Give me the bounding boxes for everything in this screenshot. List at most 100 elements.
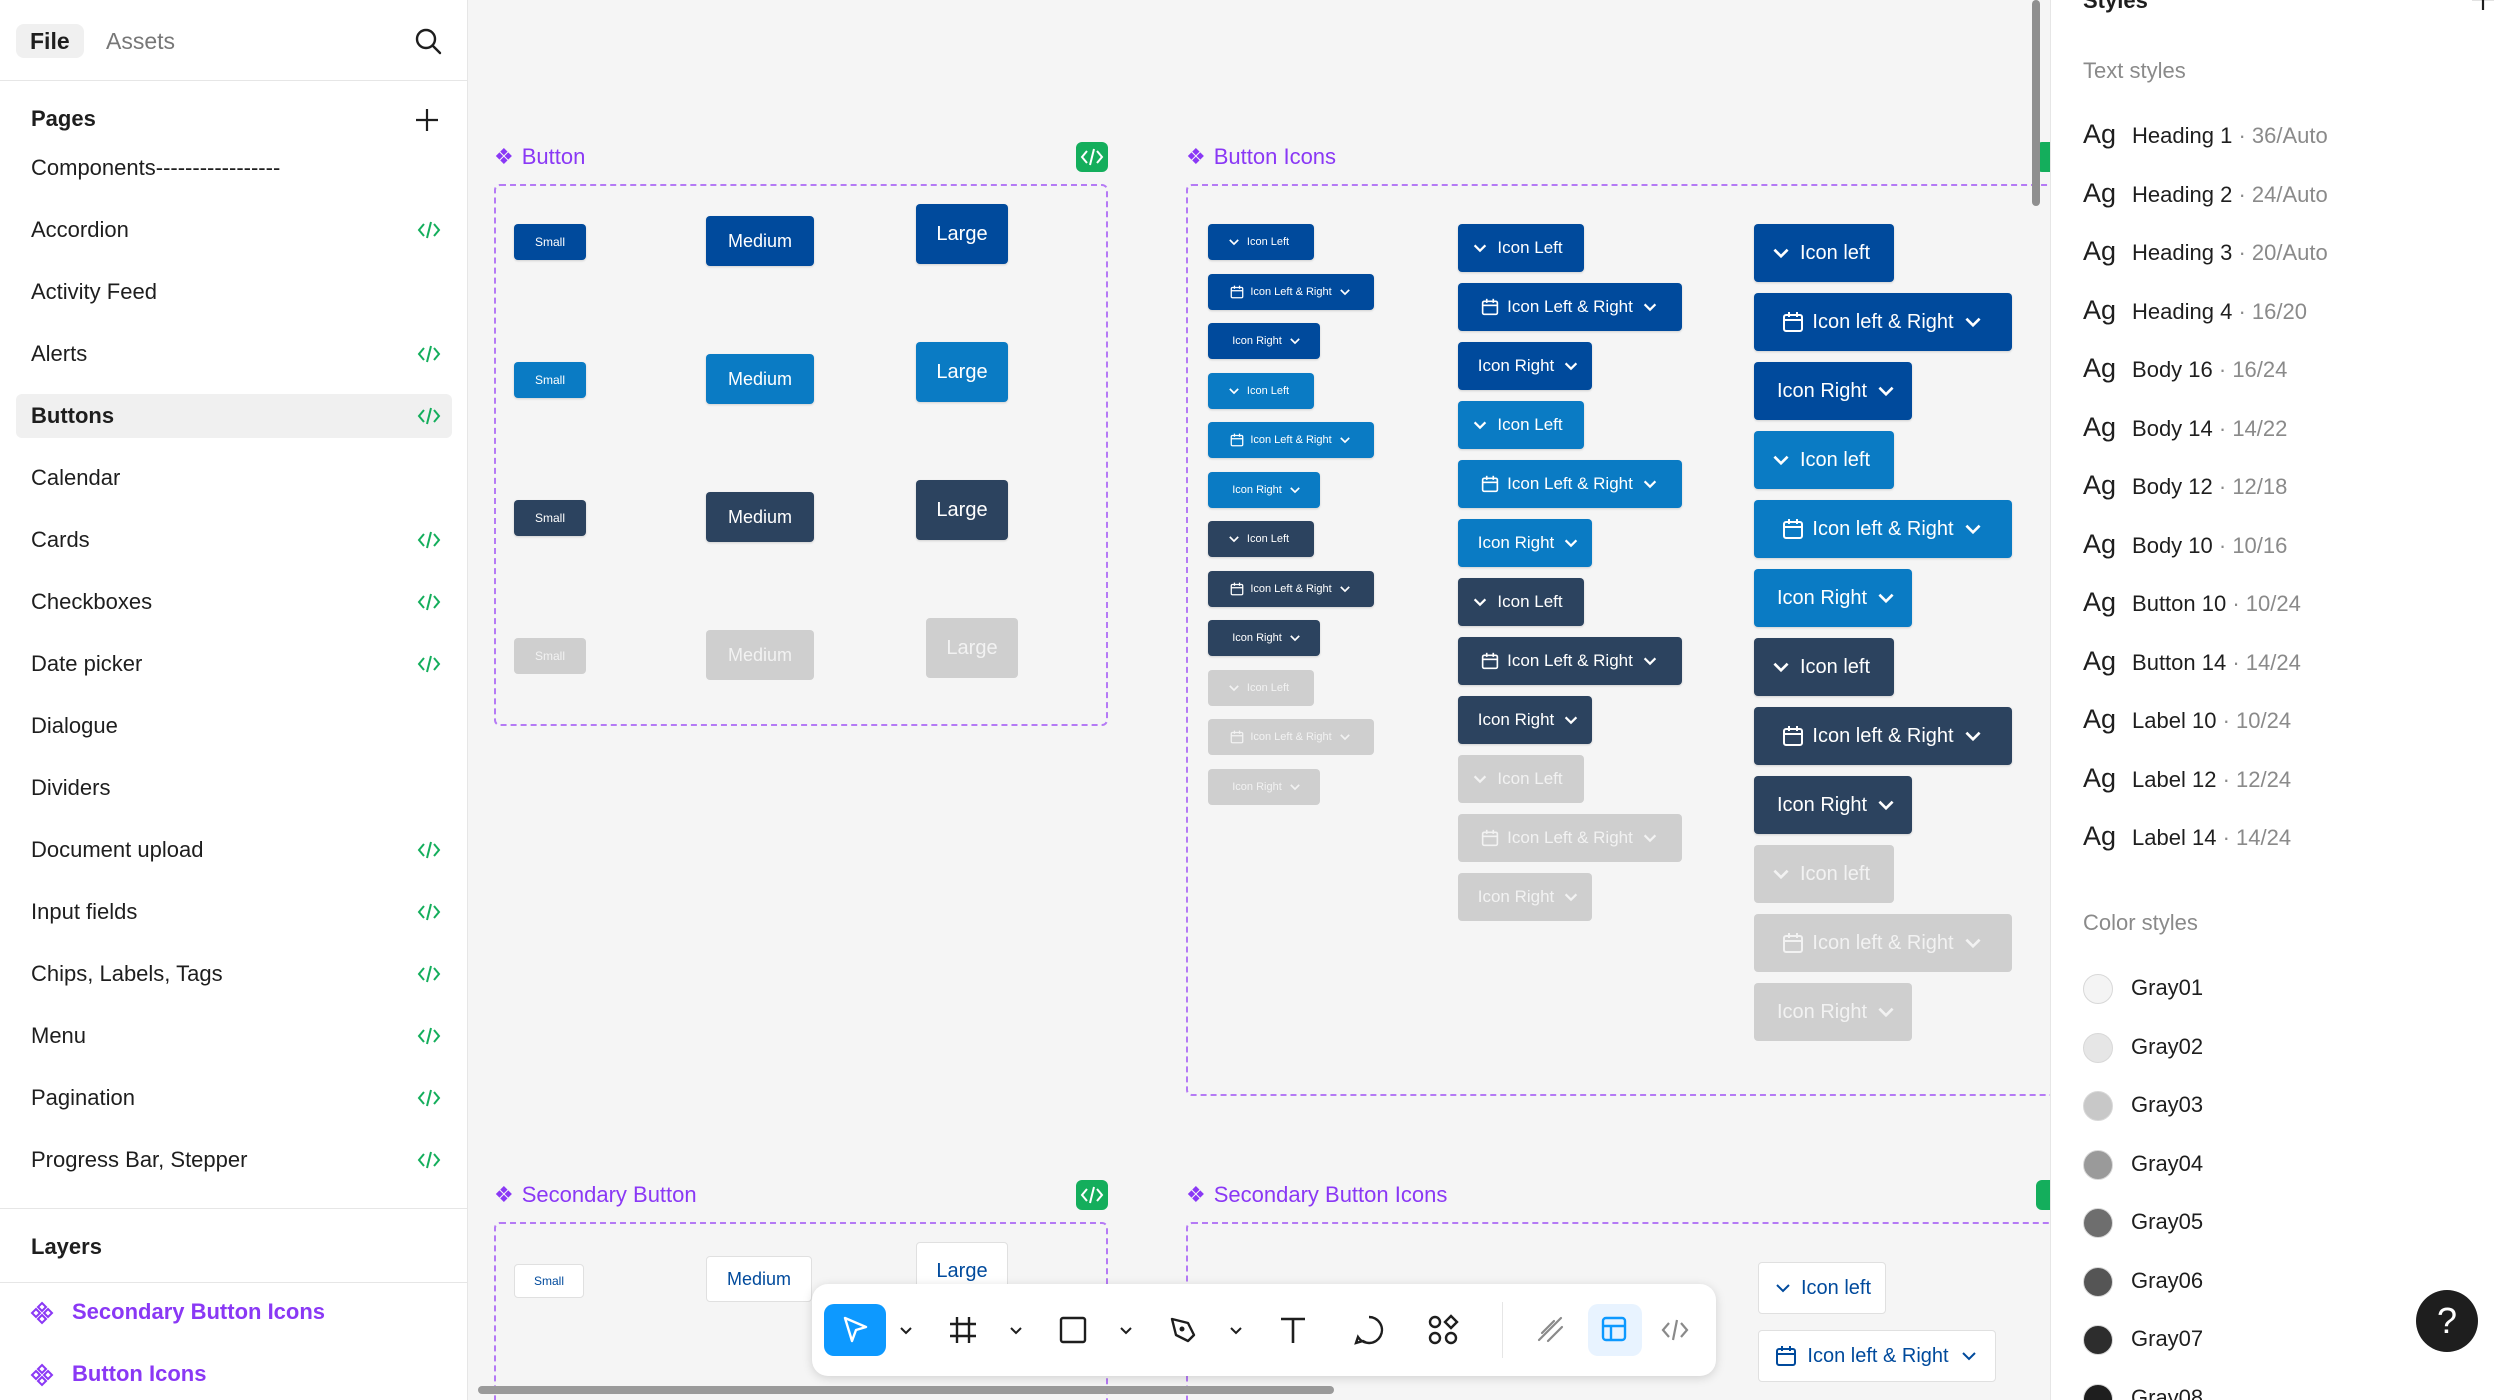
icon-button-left-right[interactable]: Icon left & Right bbox=[1754, 293, 2012, 351]
icon-button-left[interactable]: Icon Left bbox=[1458, 578, 1584, 626]
icon-button-left-right[interactable]: Icon Left & Right bbox=[1458, 283, 1682, 331]
page-item[interactable]: Dialogue bbox=[16, 704, 452, 748]
button-medium[interactable]: Medium bbox=[706, 216, 814, 266]
chevron-down-icon[interactable] bbox=[1008, 1326, 1024, 1336]
secondary-icon-left-button[interactable]: Icon left bbox=[1758, 1262, 1886, 1314]
icon-button-right[interactable]: Icon Right bbox=[1458, 696, 1592, 744]
icon-button-left[interactable]: Icon Left bbox=[1208, 372, 1314, 409]
dev-mode-badge[interactable] bbox=[1076, 142, 1108, 172]
color-style-item[interactable]: Gray05 bbox=[2083, 1202, 2203, 1242]
icon-button-left-right[interactable]: Icon Left & Right bbox=[1208, 719, 1374, 755]
chevron-down-icon[interactable] bbox=[898, 1326, 914, 1336]
design-mode-tool[interactable] bbox=[1588, 1304, 1642, 1356]
icon-button-right[interactable]: Icon Right bbox=[1754, 983, 1912, 1041]
page-item[interactable]: Progress Bar, Stepper bbox=[16, 1138, 452, 1182]
dev-mode-badge[interactable] bbox=[1076, 1180, 1108, 1210]
icon-button-right[interactable]: Icon Right bbox=[1208, 323, 1320, 359]
icon-button-right[interactable]: Icon Right bbox=[1754, 362, 1912, 420]
icon-button-right[interactable]: Icon Right bbox=[1754, 776, 1912, 834]
horizontal-scrollbar[interactable] bbox=[478, 1386, 1334, 1394]
color-style-item[interactable]: Gray07 bbox=[2083, 1319, 2203, 1359]
frame-label-secondary-button-icons[interactable]: ❖Secondary Button Icons bbox=[1186, 1180, 1447, 1210]
vertical-scrollbar[interactable] bbox=[2032, 0, 2040, 206]
button-small[interactable]: Small bbox=[514, 638, 586, 674]
add-page-icon[interactable] bbox=[414, 107, 440, 133]
color-style-item[interactable]: Gray02 bbox=[2083, 1027, 2203, 1067]
page-item[interactable]: Activity Feed bbox=[16, 270, 452, 314]
chevron-down-icon[interactable] bbox=[1228, 1326, 1244, 1336]
tab-file[interactable]: File bbox=[16, 24, 84, 58]
icon-button-left[interactable]: Icon left bbox=[1754, 845, 1894, 903]
icon-button-left-right[interactable]: Icon left & Right bbox=[1754, 914, 2012, 972]
icon-button-left[interactable]: Icon left bbox=[1754, 431, 1894, 489]
chevron-down-icon[interactable] bbox=[1118, 1326, 1134, 1336]
icon-button-left[interactable]: Icon left bbox=[1754, 638, 1894, 696]
help-button[interactable]: ? bbox=[2416, 1290, 2478, 1352]
page-item[interactable]: Buttons bbox=[16, 394, 452, 438]
icon-button-right[interactable]: Icon Right bbox=[1208, 620, 1320, 656]
color-style-item[interactable]: Gray08 bbox=[2083, 1378, 2203, 1400]
icon-button-left-right[interactable]: Icon Left & Right bbox=[1458, 814, 1682, 862]
icon-button-left-right[interactable]: Icon Left & Right bbox=[1208, 273, 1374, 310]
button-large[interactable]: Large bbox=[916, 204, 1008, 264]
color-style-item[interactable]: Gray04 bbox=[2083, 1144, 2203, 1184]
icon-button-left-right[interactable]: Icon Left & Right bbox=[1458, 637, 1682, 685]
button-small[interactable]: Small bbox=[514, 500, 586, 536]
page-item[interactable]: Cards bbox=[16, 518, 452, 562]
button-medium[interactable]: Medium bbox=[706, 492, 814, 542]
secondary-icon-left-right-button[interactable]: Icon left & Right bbox=[1758, 1330, 1996, 1382]
button-large[interactable]: Large bbox=[916, 342, 1008, 402]
page-item[interactable]: Components----------------- bbox=[16, 146, 452, 190]
secondary-button-medium[interactable]: Medium bbox=[706, 1256, 812, 1302]
draw-tool[interactable] bbox=[1524, 1304, 1578, 1356]
icon-button-left-right[interactable]: Icon left & Right bbox=[1754, 707, 2012, 765]
page-item[interactable]: Pagination bbox=[16, 1076, 452, 1120]
page-item[interactable]: Calendar bbox=[16, 456, 452, 500]
icon-button-left-right[interactable]: Icon Left & Right bbox=[1208, 422, 1374, 458]
add-style-icon[interactable] bbox=[2471, 0, 2495, 12]
color-style-item[interactable]: Gray01 bbox=[2083, 968, 2203, 1008]
icon-button-left-right[interactable]: Icon Left & Right bbox=[1208, 570, 1374, 607]
icon-button-left-right[interactable]: Icon Left & Right bbox=[1458, 460, 1682, 508]
icon-button-left[interactable]: Icon Left bbox=[1458, 401, 1584, 449]
frame-button[interactable] bbox=[494, 184, 1108, 726]
resources-tool[interactable] bbox=[1416, 1304, 1470, 1356]
page-item[interactable]: Input fields bbox=[16, 890, 452, 934]
frame-label-button-icons[interactable]: ❖Button Icons bbox=[1186, 142, 1336, 172]
button-medium[interactable]: Medium bbox=[706, 354, 814, 404]
icon-button-right[interactable]: Icon Right bbox=[1208, 768, 1320, 805]
layer-button-icons[interactable]: Button Icons bbox=[30, 1354, 206, 1394]
page-item[interactable]: Date picker bbox=[16, 642, 452, 686]
button-small[interactable]: Small bbox=[514, 224, 586, 260]
icon-button-right[interactable]: Icon Right bbox=[1208, 471, 1320, 508]
icon-button-left[interactable]: Icon left bbox=[1754, 224, 1894, 282]
button-small[interactable]: Small bbox=[514, 362, 586, 398]
page-item[interactable]: Menu bbox=[16, 1014, 452, 1058]
page-item[interactable]: Alerts bbox=[16, 332, 452, 376]
color-style-item[interactable]: Gray06 bbox=[2083, 1261, 2203, 1301]
page-item[interactable]: Dividers bbox=[16, 766, 452, 810]
pen-tool[interactable] bbox=[1156, 1304, 1210, 1356]
dev-mode-badge[interactable] bbox=[2036, 1180, 2050, 1210]
button-medium[interactable]: Medium bbox=[706, 630, 814, 680]
page-item[interactable]: Checkboxes bbox=[16, 580, 452, 624]
button-large[interactable]: Large bbox=[926, 618, 1018, 678]
frame-tool[interactable] bbox=[936, 1304, 990, 1356]
page-item[interactable]: Chips, Labels, Tags bbox=[16, 952, 452, 996]
frame-label-button[interactable]: ❖Button bbox=[494, 142, 585, 172]
icon-button-right[interactable]: Icon Right bbox=[1458, 519, 1592, 567]
tab-assets[interactable]: Assets bbox=[106, 28, 176, 54]
icon-button-left[interactable]: Icon Left bbox=[1458, 224, 1584, 272]
page-item[interactable]: Accordion bbox=[16, 208, 452, 252]
icon-button-right[interactable]: Icon Right bbox=[1458, 873, 1592, 921]
